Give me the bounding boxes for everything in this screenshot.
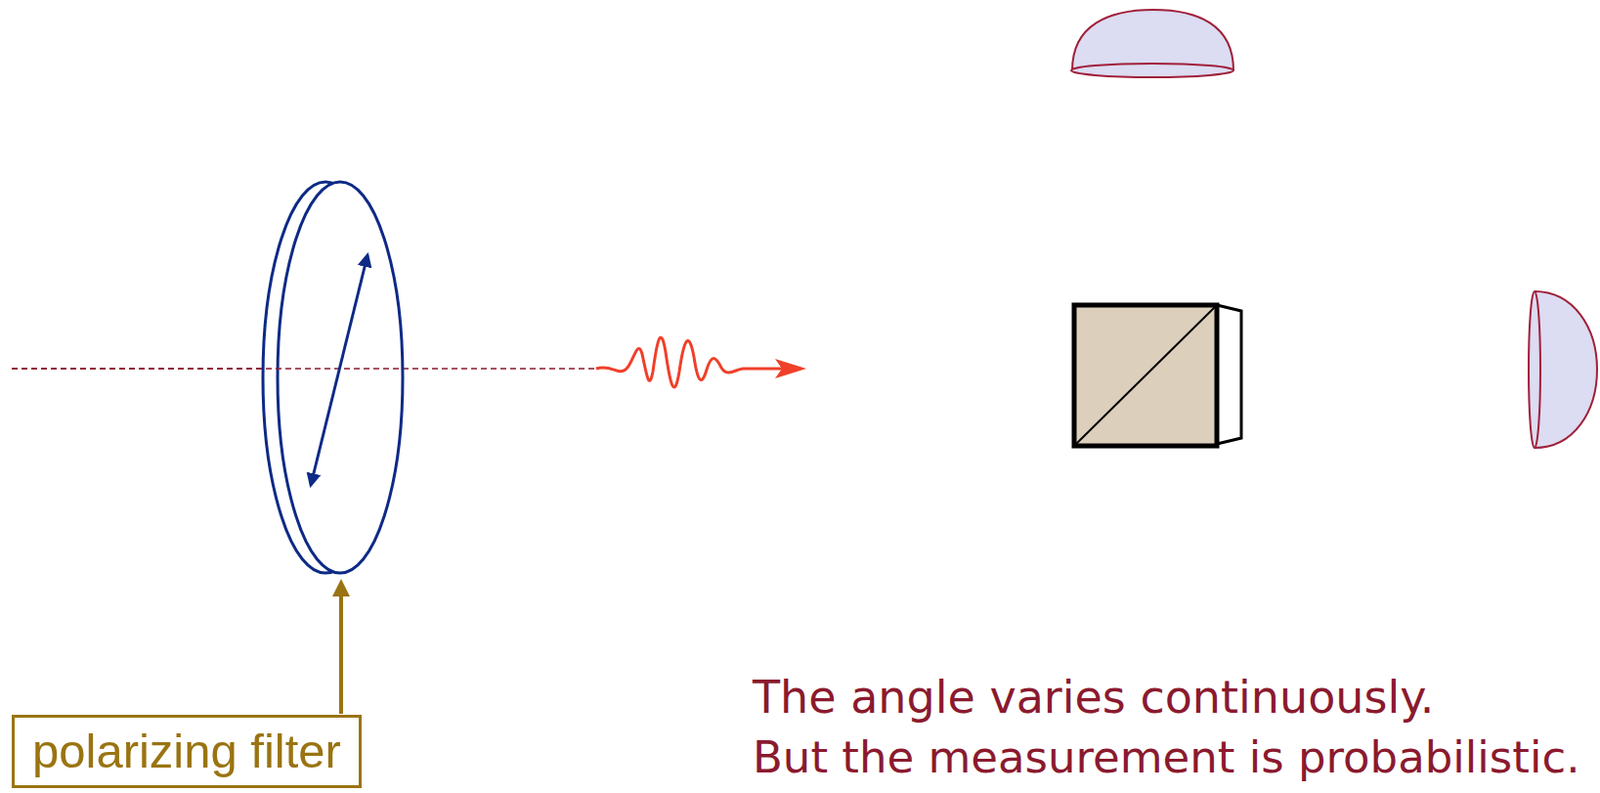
label-box: polarizing filter [11,714,362,788]
photon-wavepacket [596,337,807,388]
caption-note: But the measurement is probabilistic. [752,731,1580,784]
beam-axis [11,367,599,370]
caption-note: The angle varies continuously. [752,670,1434,725]
beam-splitter [1074,304,1242,446]
label-text: polarizing filter [32,723,359,779]
polarizer-disc [11,181,403,573]
detector-right [1528,291,1598,448]
detector-top [1071,9,1234,78]
leader-arrow [332,578,350,714]
